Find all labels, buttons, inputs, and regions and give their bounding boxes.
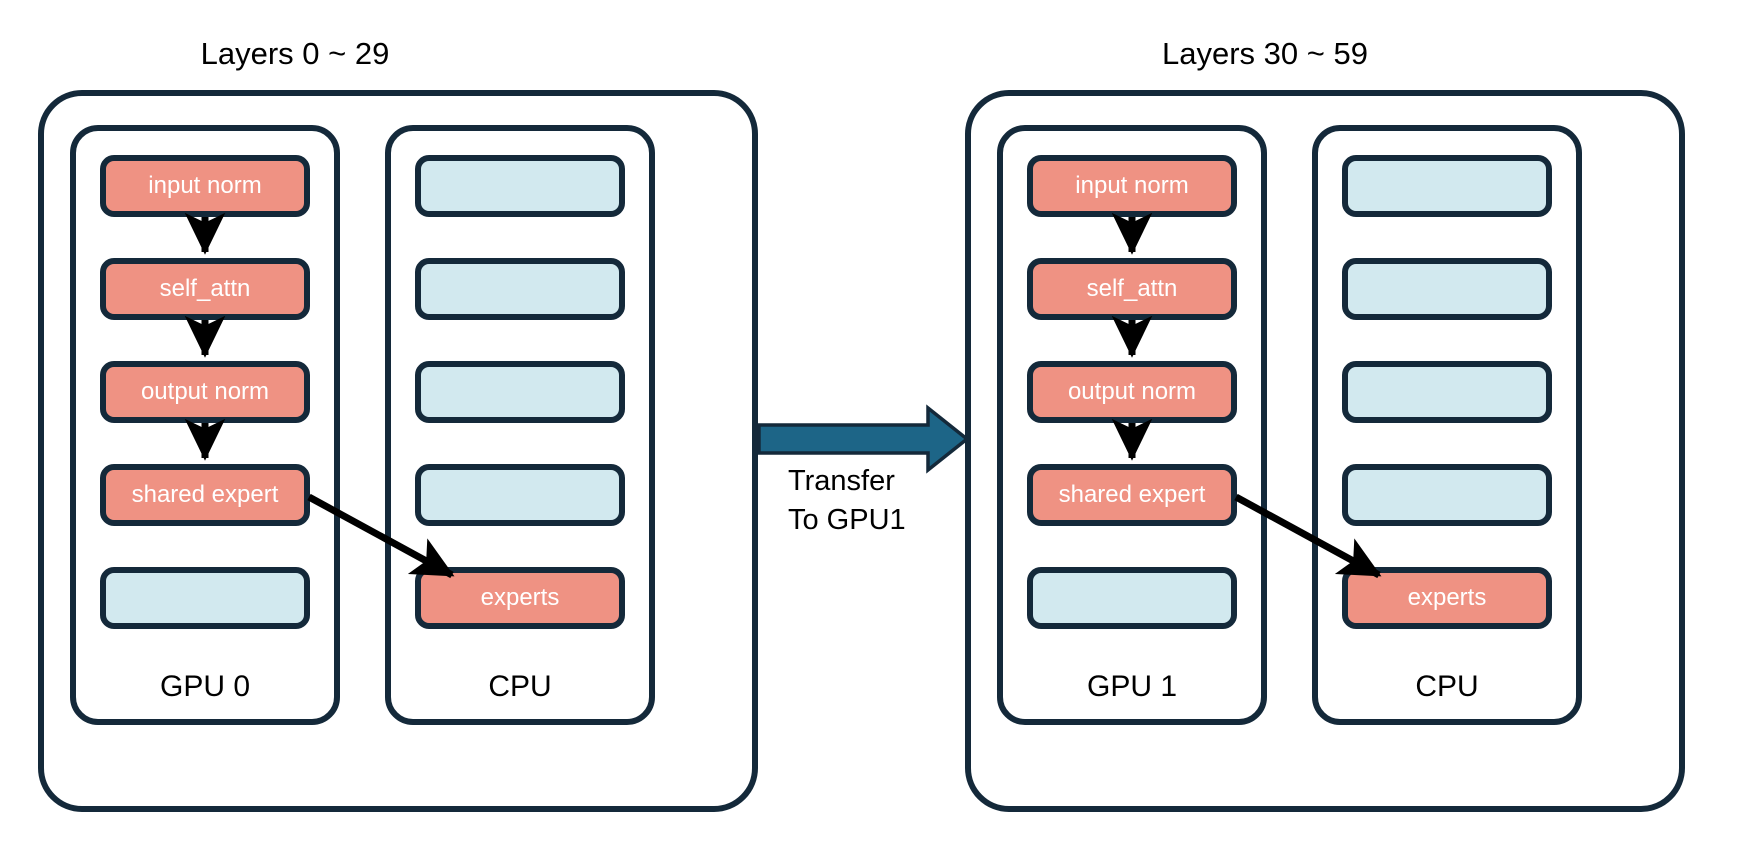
- block-input-norm-gpu0: input norm: [100, 155, 310, 217]
- block-experts-cpu1: experts: [1342, 567, 1552, 629]
- column-footer-cpu0: CPU: [488, 670, 552, 703]
- block-cpu0-slot-4: [415, 464, 625, 526]
- block-output-norm-gpu1: output norm: [1027, 361, 1237, 423]
- block-cpu1-slot-2: [1342, 258, 1552, 320]
- block-shared-expert-gpu0: shared expert: [100, 464, 310, 526]
- group-title-right: Layers 30 ~ 59: [1162, 36, 1368, 71]
- block-placeholder-gpu0: [100, 567, 310, 629]
- block-cpu1-slot-4: [1342, 464, 1552, 526]
- transfer-arrow: [757, 404, 970, 474]
- column-footer-gpu1: GPU 1: [1086, 670, 1178, 703]
- transfer-label-line-2: To GPU1: [788, 503, 906, 536]
- block-cpu1-slot-3: [1342, 361, 1552, 423]
- block-cpu1-slot-1: [1342, 155, 1552, 217]
- block-self-attn-gpu0: self_attn: [100, 258, 310, 320]
- block-cpu0-slot-2: [415, 258, 625, 320]
- block-shared-expert-gpu1: shared expert: [1027, 464, 1237, 526]
- block-cpu0-slot-3: [415, 361, 625, 423]
- block-input-norm-gpu1: input norm: [1027, 155, 1237, 217]
- column-footer-cpu1: CPU: [1415, 670, 1479, 703]
- group-title-left: Layers 0 ~ 29: [200, 36, 390, 71]
- block-placeholder-gpu1: [1027, 567, 1237, 629]
- block-experts-cpu0: experts: [415, 567, 625, 629]
- transfer-arrow-label: Transfer To GPU1: [788, 462, 906, 539]
- block-cpu0-slot-1: [415, 155, 625, 217]
- block-self-attn-gpu1: self_attn: [1027, 258, 1237, 320]
- column-footer-gpu0: GPU 0: [159, 670, 251, 703]
- block-output-norm-gpu0: output norm: [100, 361, 310, 423]
- transfer-label-line-1: Transfer: [788, 465, 895, 497]
